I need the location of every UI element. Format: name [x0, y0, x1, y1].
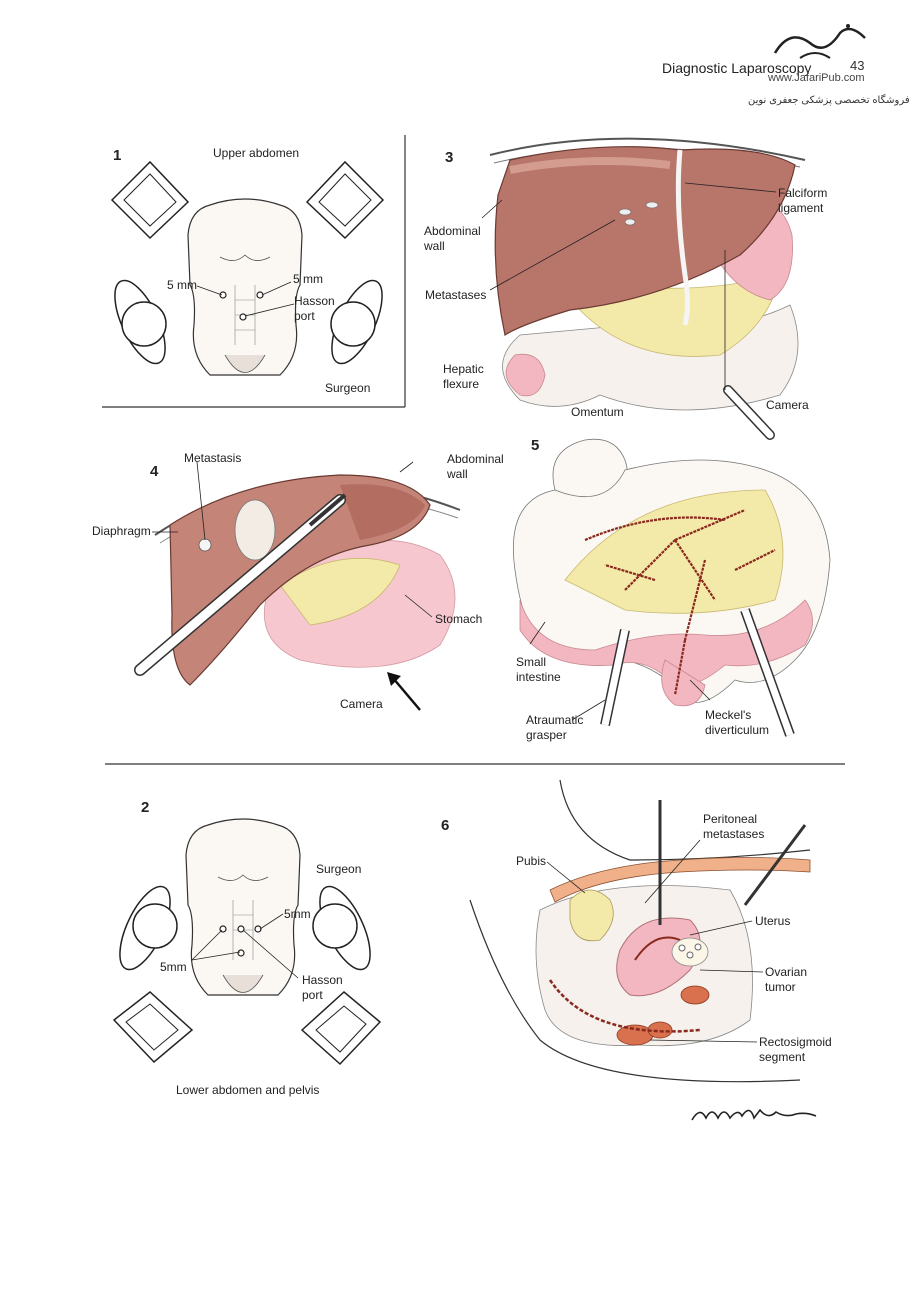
section-divider — [105, 763, 845, 765]
panel3-leader-lines — [481, 182, 777, 390]
panel1-surgeon-right-icon — [330, 279, 383, 365]
panel-number-3: 3 — [445, 149, 454, 166]
panel2-label-5mm-right: 5mm — [284, 907, 311, 921]
camera-arrow-icon — [387, 672, 421, 711]
panel1-title: Upper abdomen — [213, 146, 300, 160]
publisher-logo-icon — [773, 24, 866, 59]
panel3-label-metastases: Metastases — [425, 288, 487, 302]
panel2-caption: Lower abdomen and pelvis — [176, 1083, 320, 1097]
panel6-label-tumor: tumor — [765, 980, 796, 994]
panel3-label-omentum: Omentum — [571, 405, 624, 419]
panel4-illustration — [134, 474, 461, 686]
panel4-label-stomach: Stomach — [435, 612, 483, 626]
artist-signature-icon — [691, 1108, 817, 1121]
panel1-leader-lines — [196, 281, 295, 317]
page-number: 43 — [850, 58, 865, 73]
running-head-title: Diagnostic Laparoscopy — [662, 60, 812, 76]
panel3-label-abdominal: Abdominal — [424, 224, 481, 238]
panel4-label-abdominal: Abdominal — [447, 452, 504, 466]
panel1-frame — [102, 135, 406, 408]
panel3-label-hepatic: Hepatic — [443, 362, 484, 376]
panel1-monitor-right-icon — [305, 160, 385, 240]
panel6-label-peritoneal: Peritoneal — [703, 812, 758, 826]
panel3-label-camera: Camera — [766, 398, 809, 412]
panel3-label-ligament: ligament — [778, 201, 824, 215]
publisher-name: فروشگاه تخصصی پزشکی جعفری نوین — [748, 95, 910, 106]
panel1-surgeon-left-icon — [114, 279, 167, 365]
panel6-label-rectosigmoid: Rectosigmoid — [759, 1035, 832, 1049]
panel4-label-wall: wall — [447, 467, 468, 481]
panel6-label-ovarian: Ovarian — [765, 965, 808, 979]
panel2-surgeon-left-icon — [119, 885, 178, 971]
panel-number-4: 4 — [150, 463, 159, 480]
panel6-label-pubis: Pubis — [516, 854, 547, 868]
panel6-illustration — [469, 779, 811, 1083]
panel2-label-surgeon: Surgeon — [316, 862, 362, 876]
panel1-label-5mm-left: 5 mm — [167, 278, 197, 292]
panel1-label-hasson: Hasson — [294, 294, 335, 308]
panel1-torso-illustration — [187, 198, 303, 376]
panel2-monitor-left-icon — [112, 991, 194, 1064]
panel5-label-intestine: intestine — [516, 670, 561, 684]
panel-number-1: 1 — [113, 147, 122, 164]
panel-number-2: 2 — [141, 799, 150, 816]
panel5-leader-lines — [529, 621, 711, 721]
panel5-label-diverticulum: diverticulum — [705, 723, 770, 737]
panel5-label-atraumatic: Atraumatic — [526, 713, 584, 727]
panel5-label-small: Small — [516, 655, 547, 669]
panel5-illustration — [512, 438, 831, 737]
panel3-liver-illustration — [489, 137, 806, 440]
panel1-monitor-left-icon — [110, 160, 190, 240]
panel2-leader-lines — [191, 913, 299, 979]
panel5-label-meckels: Meckel's — [705, 708, 752, 722]
panel2-label-5mm-left: 5mm — [160, 960, 187, 974]
panel3-label-flexure: flexure — [443, 377, 480, 391]
panel4-label-diaphragm: Diaphragm — [92, 524, 151, 538]
panel4-label-metastasis: Metastasis — [184, 451, 242, 465]
panel4-leader-lines — [152, 461, 433, 618]
panel1-label-surgeon: Surgeon — [325, 381, 371, 395]
panel1-label-port: port — [294, 309, 315, 323]
panel2-torso-illustration — [185, 818, 301, 996]
panel2-surgeon-right-icon — [312, 885, 371, 971]
panel2-label-hasson: Hasson — [302, 973, 343, 987]
panel4-label-camera: Camera — [340, 697, 383, 711]
publisher-url: www.JafariPub.com — [768, 72, 865, 84]
panel6-label-metastases: metastases — [703, 827, 765, 841]
panel6-label-segment: segment — [759, 1050, 806, 1064]
panel5-label-grasper: grasper — [526, 728, 567, 742]
panel2-monitor-right-icon — [300, 991, 382, 1066]
panel3-label-wall: wall — [424, 239, 445, 253]
panel2-label-port: port — [302, 988, 323, 1002]
panel-number-5: 5 — [531, 437, 540, 454]
panel3-label-falciform: Falciform — [778, 186, 828, 200]
panel6-label-uterus: Uterus — [755, 914, 791, 928]
panel6-leader-lines — [546, 839, 764, 1043]
panel1-label-5mm-right: 5 mm — [293, 272, 323, 286]
panel-number-6: 6 — [441, 817, 450, 834]
